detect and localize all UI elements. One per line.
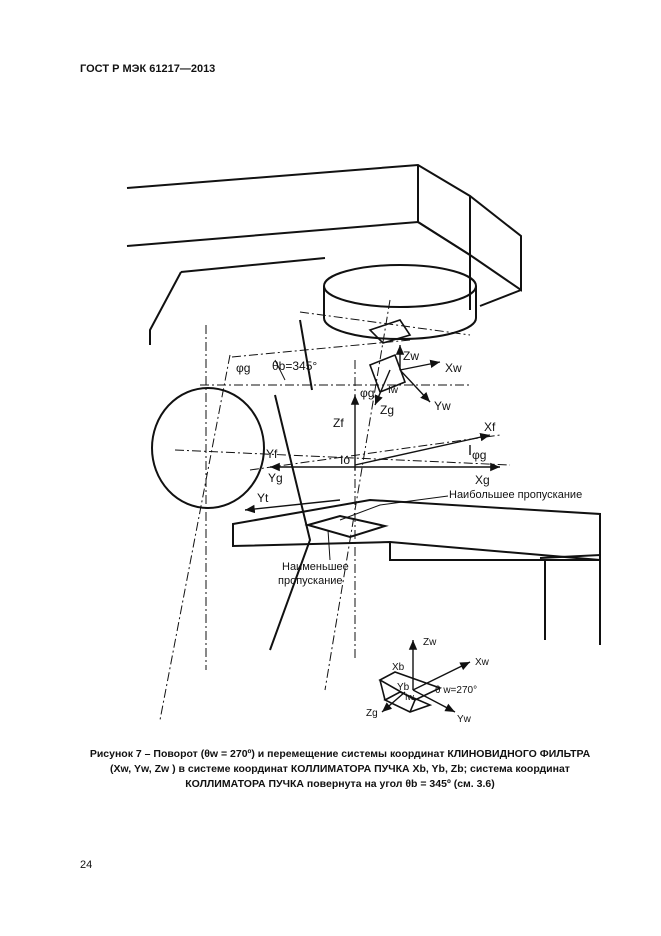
label-xw-upper: Xw	[445, 361, 462, 375]
label-yw-lower: Yw	[457, 714, 472, 725]
label-phi-g-mid: φg	[360, 386, 374, 400]
label-zw-upper: Zw	[403, 349, 419, 363]
page-number: 24	[80, 859, 93, 871]
label-lowest-2: пропускание	[278, 575, 343, 587]
label-yf-left: Yf	[266, 447, 278, 461]
label-xf: Xf	[484, 420, 496, 434]
leader-lines	[274, 359, 449, 561]
caption-line-2: (Xw, Yw, Zw ) в системе координат КОЛЛИМ…	[110, 763, 570, 775]
label-zg-upper: Zg	[380, 403, 394, 417]
label-xg: Xg	[475, 473, 490, 487]
gantry-head	[126, 163, 522, 310]
label-io: Io	[340, 453, 350, 467]
dashed-axes	[159, 299, 511, 721]
rotation-circle	[151, 387, 265, 509]
label-zg-lower: Zg	[366, 708, 378, 719]
wedge-lower	[378, 671, 443, 713]
label-xb: Xb	[392, 662, 405, 673]
gantry-arm	[149, 257, 326, 651]
label-yw-upper: Yw	[434, 399, 451, 413]
label-lowest-1: Наименьшее	[282, 561, 349, 573]
figure-labels: φg θb=345° Zw Xw Yw Iw φg Zg Zf Xf φg Io…	[236, 349, 582, 725]
label-yb: Yb	[397, 682, 410, 693]
wedge-upper	[368, 319, 412, 394]
label-yg: Yg	[268, 471, 283, 485]
label-iw-lower: Iw	[405, 692, 415, 702]
caption-line-1: Рисунок 7 – Поворот (θw = 270º) и переме…	[89, 748, 591, 760]
label-phi-g-right: φg	[472, 448, 486, 462]
caption-line-3: КОЛЛИМАТОРА ПУЧКА повернута на угол θb =…	[185, 778, 495, 790]
label-highest: Наибольшее пропускание	[449, 489, 582, 501]
label-yt: Yt	[257, 491, 269, 505]
label-xw-lower: Xw	[475, 657, 490, 668]
label-iw-upper: Iw	[388, 385, 399, 396]
label-theta-b: θb=345°	[272, 359, 317, 373]
label-zw-lower: Zw	[423, 637, 437, 648]
label-theta-w: θ w=270°	[435, 685, 477, 696]
collimator-disk	[323, 264, 477, 340]
figure-caption: Рисунок 7 – Поворот (θw = 270º) и переме…	[70, 747, 610, 792]
label-phi-g-top: φg	[236, 361, 250, 375]
label-zf: Zf	[333, 416, 344, 430]
lower-axes	[381, 640, 471, 713]
couch-table	[232, 498, 601, 645]
axis-arrows	[244, 345, 500, 514]
document-header: ГОСТ Р МЭК 61217—2013	[80, 63, 216, 75]
